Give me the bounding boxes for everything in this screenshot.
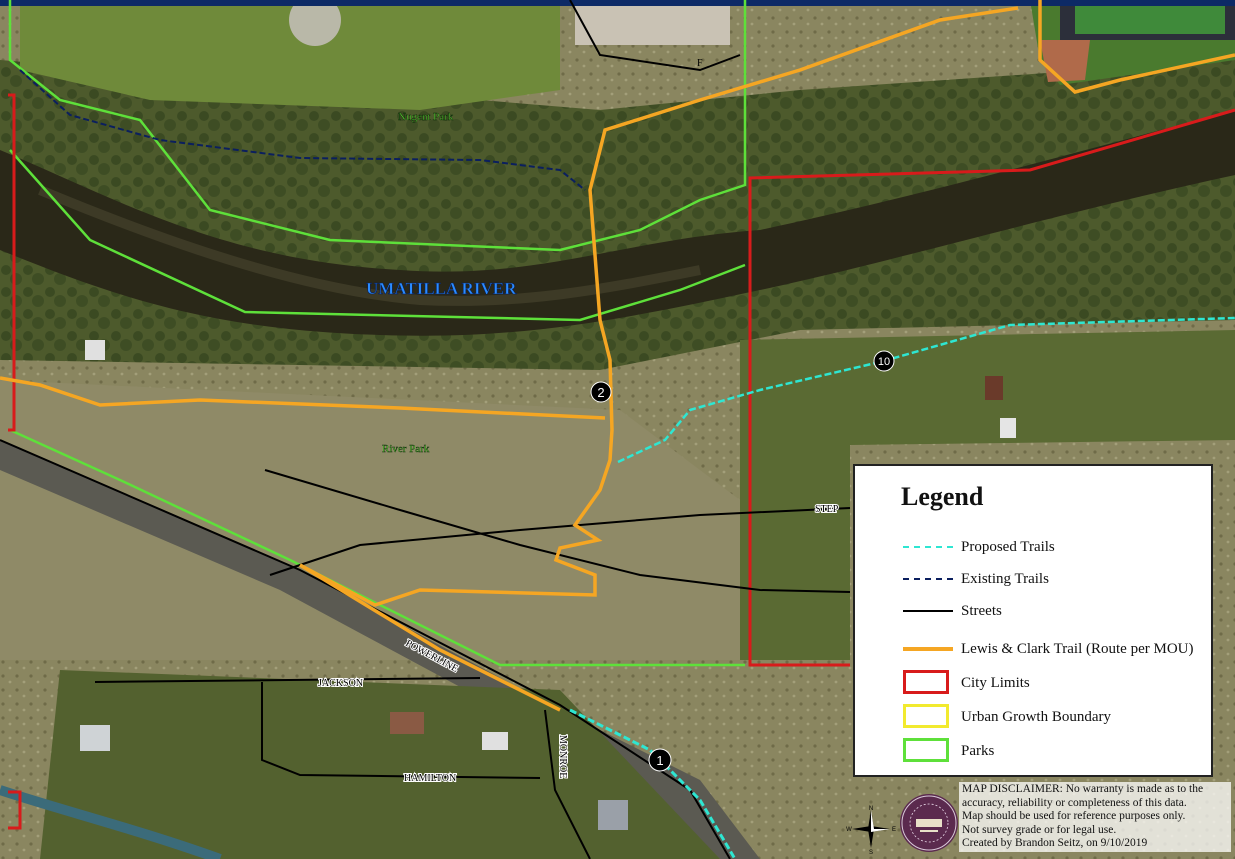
city-limits-boundary [748,108,1235,667]
canal [0,785,222,859]
street [94,677,481,683]
park-plaza [289,0,341,46]
legend-item-lewis-clark-trail: Lewis & Clark Trail (Route per MOU) [901,636,1193,662]
street [264,469,851,593]
building [1000,418,1016,438]
street [0,439,731,859]
building [482,732,508,750]
river-shine [38,185,701,306]
nugent-park-lawn [20,0,560,110]
park-boundary [9,428,745,667]
lewis-clark-trail [299,6,1019,607]
legend-item-existing-trails: Existing Trails [901,566,1049,592]
proposed-trail [617,316,1235,464]
street-step-label: STEP [815,504,839,515]
disclaimer-line: Map should be used for reference purpose… [962,810,1186,822]
legend-item-urban-growth-boundary: Urban Growth Boundary [901,704,1111,730]
legend-label: Existing Trails [961,570,1049,587]
marker-1-label: 1 [656,753,663,768]
nugent-park-label: Nugent Park [398,111,454,123]
baseball-infield [1040,40,1090,82]
park-boundary [8,0,747,252]
map-disclaimer: MAP DISCLAIMER: No warranty is made as t… [959,782,1231,852]
legend-item-parks: Parks [901,738,994,764]
east-neighborhood [740,330,1235,660]
lewis-clark-trail [1038,0,1235,94]
legend-item-city-limits: City Limits [901,670,1030,696]
street-monroe-label: MONROE [557,735,568,778]
river-park-field [0,380,740,660]
park-boundary [9,149,746,322]
street [544,709,591,859]
legend-label: Lewis & Clark Trail (Route per MOU) [961,640,1194,657]
building [80,725,110,751]
marker-10-label: 10 [878,356,890,368]
disclaimer-line: Not survey grade or for legal use. [962,823,1117,836]
building [85,340,105,360]
legend-label: Urban Growth Boundary [961,708,1111,725]
city-seal-logo [900,794,958,852]
sports-field [1075,4,1225,34]
marker-1[interactable]: 1 [648,748,672,772]
existing-trail [19,69,586,191]
compass-s: S [869,850,873,854]
proposed-trail [569,708,737,859]
lewis-clark-trail [0,376,606,420]
legend-title: Legend [901,482,984,511]
legend-item-proposed-trails: Proposed Trails [901,534,1055,560]
legend-label: City Limits [961,674,1030,691]
legend-label: Streets [961,602,1002,619]
disclaimer-line: Created by Brandon Seitz, on 9/10/2019 [962,837,1148,849]
legend-label: Parks [961,742,995,759]
river-park-label: River Park [382,443,430,455]
parks-symbol [901,738,955,764]
marker-2-label: 2 [597,385,604,400]
compass-e: E [892,827,896,833]
street [569,0,741,72]
disclaimer-line: MAP DISCLAIMER: No warranty is made as t… [962,783,1204,795]
compass-w: W [846,827,852,833]
proposed-trails-symbol [901,534,955,560]
compass-n: N [869,806,873,812]
disclaimer-line: accuracy, reliability or completeness of… [962,796,1187,809]
powerline-road [0,440,760,859]
legend-label: Proposed Trails [961,538,1055,555]
compass-rose-icon: N S W E [846,806,896,854]
street-f-label: F [697,58,703,69]
top-banner [0,0,1235,6]
south-neighborhood [40,670,720,859]
marker-2[interactable]: 2 [590,381,612,403]
building [390,712,424,734]
street [261,682,541,779]
lewis-clark-trail [299,563,561,712]
parking-lot [575,0,730,45]
existing-trails-symbol [901,566,955,592]
city-limits-symbol [901,670,955,696]
streets-symbol [901,598,955,624]
building [598,800,628,830]
street-hamilton-label: HAMILTON [404,773,456,784]
legend-item-streets: Streets [901,598,1002,624]
street [269,507,851,576]
city-limits-boundary [8,93,16,432]
urban-growth-boundary-symbol [901,704,955,730]
marker-10[interactable]: 10 [873,350,895,372]
legend-panel: Legend Proposed Trails Existing Trails S… [853,464,1213,777]
river-label: UMATILLA RIVER [366,279,517,298]
street-jackson-label: JACKSON [318,678,363,689]
city-limits-boundary [8,790,22,830]
lewis-clark-trail-symbol [901,636,955,662]
building [985,376,1003,400]
